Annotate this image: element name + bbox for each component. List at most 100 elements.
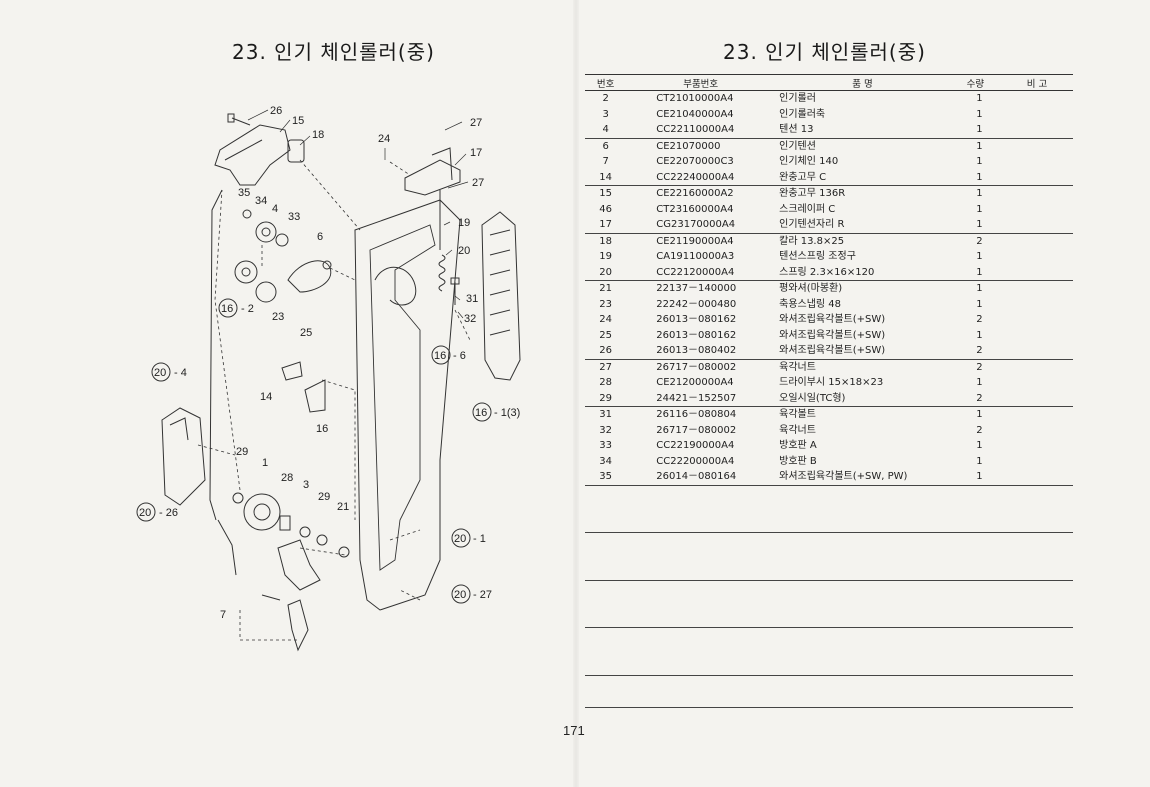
callout-20: 20 [458, 245, 470, 257]
empty-cell [950, 596, 1001, 612]
cell-number: 15 [585, 185, 627, 202]
empty-cell [585, 644, 626, 660]
cell-remarks [1001, 312, 1073, 328]
cell-number: 17 [599, 219, 612, 231]
cell-part-name: 방호판 B [779, 455, 817, 467]
callout-1: 1 [262, 457, 268, 469]
empty-cell [585, 659, 626, 675]
right-page-title: 23. 인기 체인롤러(중) [723, 40, 926, 64]
cell-part-number: 26014－080164 [656, 471, 737, 483]
cell-remarks [1000, 358, 1073, 375]
empty-cell [1001, 596, 1073, 612]
cell-part-name: 스프링 2.3×16×120 [779, 266, 875, 278]
empty-cell [1000, 691, 1073, 708]
cell-remarks [1001, 438, 1073, 454]
empty-cell [950, 517, 1001, 533]
cell-part-number: 22137－140000 [626, 280, 776, 297]
cell-part-number: CT23160000A4 [656, 203, 734, 215]
circle-ref-20-a: 20 [154, 367, 166, 379]
cell-quantity: 1 [976, 455, 983, 467]
cell-quantity: 1 [976, 251, 983, 263]
empty-table-row [585, 644, 1073, 660]
empty-cell [1000, 532, 1073, 549]
callout-23: 23 [272, 311, 284, 323]
callout-6: 6 [317, 231, 323, 243]
cell-part-name: 육각너트 [775, 358, 950, 375]
cell-quantity: 1 [976, 156, 983, 168]
empty-cell [585, 484, 627, 501]
empty-cell [585, 627, 627, 644]
cell-remarks [1001, 154, 1073, 170]
cell-part-number: 22242－000480 [656, 298, 737, 310]
cell-remarks [1001, 265, 1073, 281]
empty-cell [626, 627, 776, 644]
cell-quantity: 2 [976, 345, 983, 357]
callout-7: 7 [220, 609, 226, 621]
empty-cell [950, 564, 1001, 580]
empty-cell [585, 532, 627, 549]
callout-35: 35 [238, 187, 250, 199]
header-number: 번호 [585, 74, 627, 91]
cell-quantity: 2 [976, 392, 983, 404]
cell-part-number: CC22200000A4 [656, 455, 735, 467]
callout-2: - 2 [241, 303, 254, 315]
empty-cell [626, 564, 775, 580]
empty-cell [1001, 517, 1073, 533]
cell-number: 26 [599, 345, 612, 357]
callout-29-lower: 29 [318, 491, 330, 503]
callout-15: 15 [292, 115, 304, 127]
cell-part-name: 완충고무 C [779, 171, 827, 183]
cell-part-name: 와셔조립육각볼트(+SW, PW) [779, 471, 908, 483]
cell-remarks [1001, 375, 1073, 391]
empty-cell [1000, 484, 1073, 501]
empty-cell [949, 627, 1001, 644]
empty-cell [585, 517, 626, 533]
empty-cell [626, 532, 776, 549]
cell-number: 14 [599, 171, 612, 183]
cell-part-name: 와셔조립육각볼트(+SW) [779, 314, 886, 326]
empty-cell [775, 596, 950, 612]
left-page-title: 23. 인기 체인롤러(중) [232, 40, 435, 64]
callout-19: 19 [458, 217, 470, 229]
empty-cell [626, 517, 775, 533]
empty-table-row [585, 549, 1073, 565]
empty-cell [775, 517, 950, 533]
callout-18: 18 [312, 129, 324, 141]
cell-part-name: 육각볼트 [775, 406, 950, 423]
cell-remarks [1001, 391, 1073, 407]
empty-cell [775, 564, 950, 580]
callout-20-26: - 26 [159, 507, 178, 519]
empty-cell [949, 691, 1001, 708]
callout-21: 21 [337, 501, 349, 513]
callout-20-27: - 27 [473, 589, 492, 601]
cell-remarks [1001, 170, 1073, 186]
empty-cell [585, 579, 627, 596]
empty-cell [626, 596, 775, 612]
empty-cell [775, 501, 950, 517]
cell-remarks [1001, 328, 1073, 344]
cell-part-number: 26116－080804 [626, 406, 776, 423]
left-page: 23. 인기 체인롤러(중) [136, 40, 521, 652]
empty-cell [950, 612, 1001, 628]
cell-quantity: 1 [976, 171, 983, 183]
cell-quantity: 2 [976, 424, 983, 436]
circle-ref-16-a: 16 [221, 303, 233, 315]
empty-cell [775, 691, 950, 708]
cell-part-number: CC22190000A4 [656, 440, 735, 452]
table-header-row: 번호 부품번호 품 명 수량 비 고 [585, 74, 1073, 91]
empty-cell [949, 484, 1001, 501]
cell-quantity: 1 [976, 298, 983, 310]
empty-table-row [585, 564, 1073, 580]
header-part-number: 부품번호 [626, 74, 776, 91]
empty-cell [626, 501, 775, 517]
cell-number: 23 [599, 298, 612, 310]
cell-remarks [1000, 232, 1073, 249]
